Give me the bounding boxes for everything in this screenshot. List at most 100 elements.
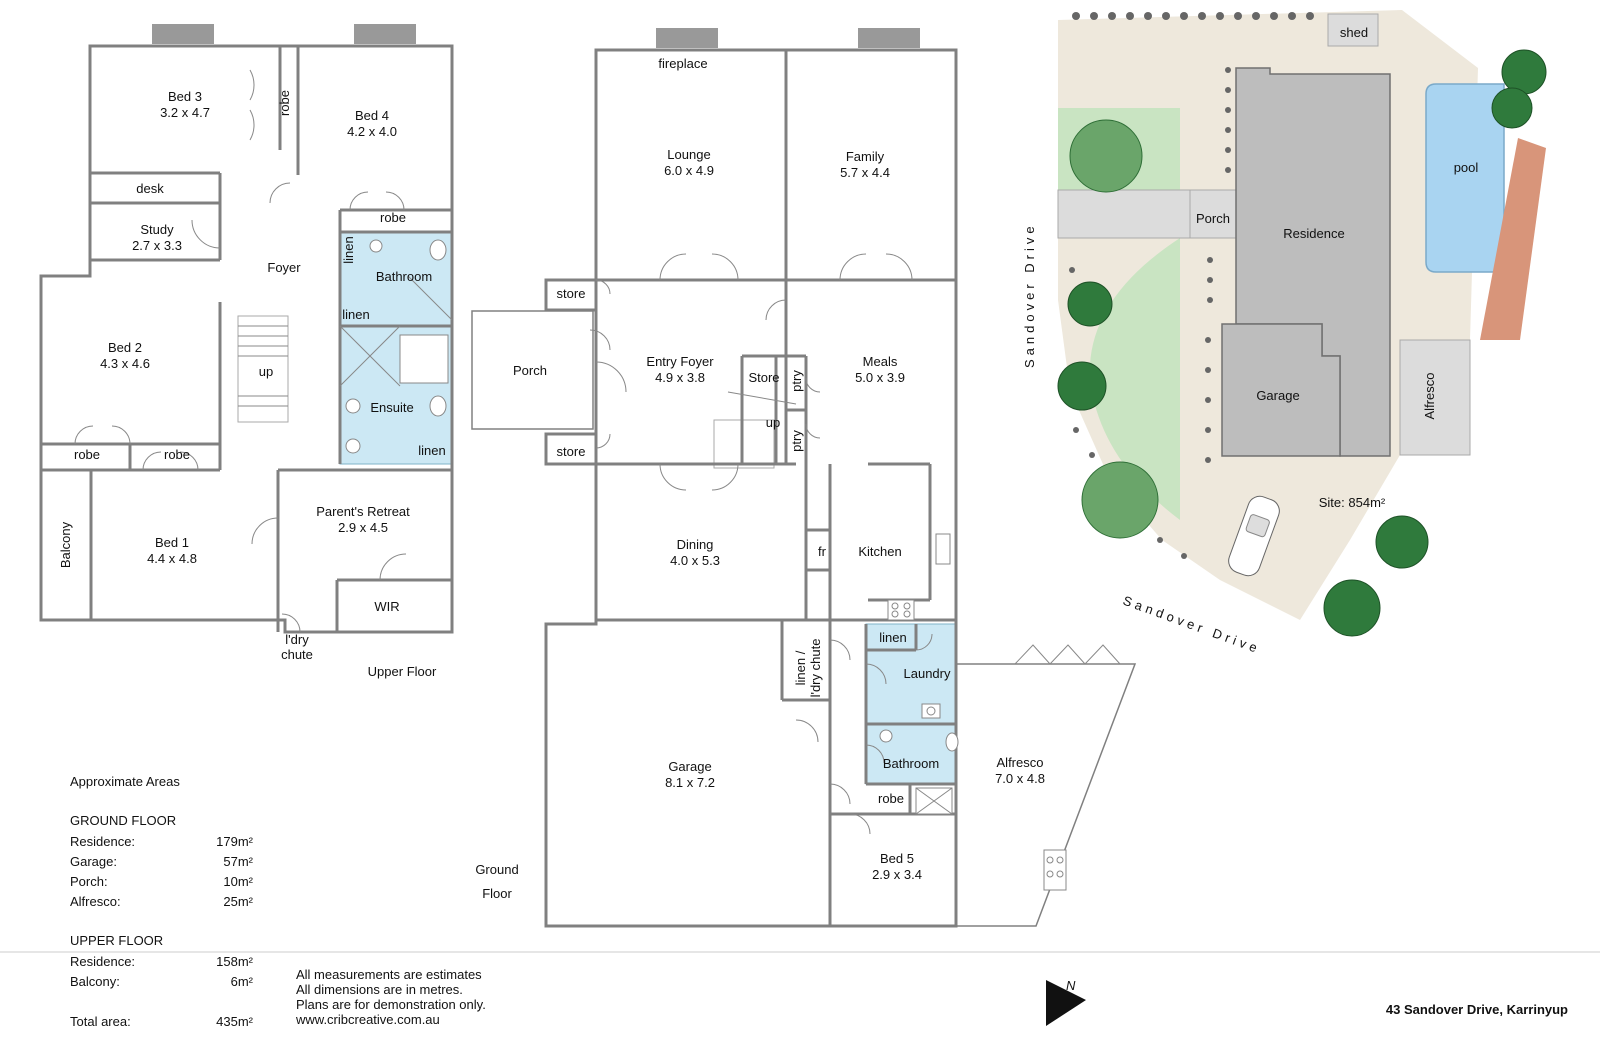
room-size-meals: 5.0 x 3.9 [855,370,905,385]
robe-bed3-label: robe [277,90,292,116]
pantry-label: ptry [789,370,804,392]
street-name: Sandover Drive [1022,222,1037,368]
porch-label: Porch [513,363,547,378]
porch-outline [471,310,594,430]
disclaimer-line: Plans are for demonstration only. [296,997,486,1012]
upper-fixtures [339,239,453,454]
fridge-label: fr [818,544,827,559]
area-value: 25m² [223,894,253,909]
area-label: Alfresco: [70,894,121,909]
pool-deck [1480,138,1546,340]
alfresco-footprint [1399,339,1471,456]
stair-up-label: up [259,364,273,379]
alfresco-label: Alfresco [1422,373,1437,420]
ground-floor-title-line1: Ground [475,862,518,877]
car-icon [1228,495,1280,577]
robe-label: robe [878,791,904,806]
porch-footprint [1189,189,1237,239]
shed [1327,13,1379,47]
room-size-bed4: 4.2 x 4.0 [347,124,397,139]
property-address: 43 Sandover Drive, Karrinyup [1386,1002,1568,1017]
room-name-study: Study [140,222,174,237]
room-name-dining: Dining [677,537,714,552]
pool-label: pool [1454,160,1479,175]
room-name-family: Family [846,149,885,164]
bathroom-label: Bathroom [376,269,432,284]
pool [1425,83,1505,273]
store-label: Store [748,370,779,385]
linen-label: linen [418,443,445,458]
room-name-entry: Entry Foyer [646,354,714,369]
ground-floor-plan: fireplace Lounge 6.0 x 4.9 Family 5.7 x … [471,28,1137,928]
room-size-entry: 4.9 x 3.8 [655,370,705,385]
ground-floor-title-line2: Floor [482,886,512,901]
room-size-bed2: 4.3 x 4.6 [100,356,150,371]
upper-floor-title: Upper Floor [368,664,437,679]
area-value: 10m² [223,874,253,889]
room-name-bed4: Bed 4 [355,108,389,123]
alfresco-outline [956,663,1137,927]
north-arrow-icon: N [1046,978,1086,1026]
room-name-bed3: Bed 3 [168,89,202,104]
desk-label: desk [136,181,164,196]
room-name-bed5: Bed 5 [880,851,914,866]
area-label: Residence: [70,954,135,969]
room-name-lounge: Lounge [667,147,710,162]
shed-label: shed [1340,25,1368,40]
ground-interior-walls [544,50,956,926]
side-lawn [1058,238,1180,520]
kitchen-label: Kitchen [858,544,901,559]
ground-fixtures [879,533,1067,891]
garage-footprint [1221,323,1341,457]
room-size-lounge: 6.0 x 4.9 [664,163,714,178]
garage-label: Garage [1256,388,1299,403]
chimney [152,24,214,44]
north-label: N [1066,978,1076,993]
chimney [858,28,920,48]
room-name-bed1: Bed 1 [155,535,189,550]
upper-doors [74,69,407,633]
linen-label: linen [879,630,906,645]
area-label: Garage: [70,854,117,869]
room-name-retreat: Parent's Retreat [316,504,410,519]
areas-title: Approximate Areas [70,774,180,789]
room-name-garage: Garage [668,759,711,774]
total-area-label: Total area: [70,1014,131,1029]
chimney [656,28,718,48]
pantry-label: ptry [789,430,804,452]
upper-interior-walls [41,46,452,632]
ensuite-label: Ensuite [370,400,413,415]
stair-up-label: up [766,415,780,430]
store-label: store [557,286,586,301]
website-link: www.cribcreative.com.au [295,1012,440,1027]
upper-floor-plan: Bed 3 3.2 x 4.7 Bed 4 4.2 x 4.0 Study 2.… [39,24,454,679]
approximate-areas-table: Approximate Areas GROUND FLOOR Residence… [70,774,254,1029]
store-label: store [557,444,586,459]
porch-label: Porch [1196,211,1230,226]
chute-label: chute [281,647,313,662]
room-size-retreat: 2.9 x 4.5 [338,520,388,535]
room-name-meals: Meals [863,354,898,369]
linen-chute-label: linen / [793,650,808,685]
ground-floor-heading: GROUND FLOOR [70,813,176,828]
area-label: Porch: [70,874,108,889]
balcony-label: Balcony [58,521,73,568]
total-area-value: 435m² [216,1014,254,1029]
disclaimer-line: All measurements are estimates [296,967,482,982]
wir-label: WIR [374,599,399,614]
area-value: 57m² [223,854,253,869]
upper-floor-heading: UPPER FLOOR [70,933,163,948]
linen-label: linen [342,307,369,322]
residence-label: Residence [1283,226,1344,241]
robe-bed2-label: robe [74,447,100,462]
disclaimer-line: All dimensions are in metres. [296,982,463,997]
linen-chute-label: l'dry chute [808,639,823,698]
room-name-bed2: Bed 2 [108,340,142,355]
linen-label: linen [341,236,356,263]
robe-bed4-label: robe [380,210,406,225]
bathroom-label: Bathroom [883,756,939,771]
room-size-alfresco: 7.0 x 4.8 [995,771,1045,786]
ground-doors [589,253,933,835]
site-plan: Sandover Drive Sandover Drive shed Porch… [1022,10,1547,657]
